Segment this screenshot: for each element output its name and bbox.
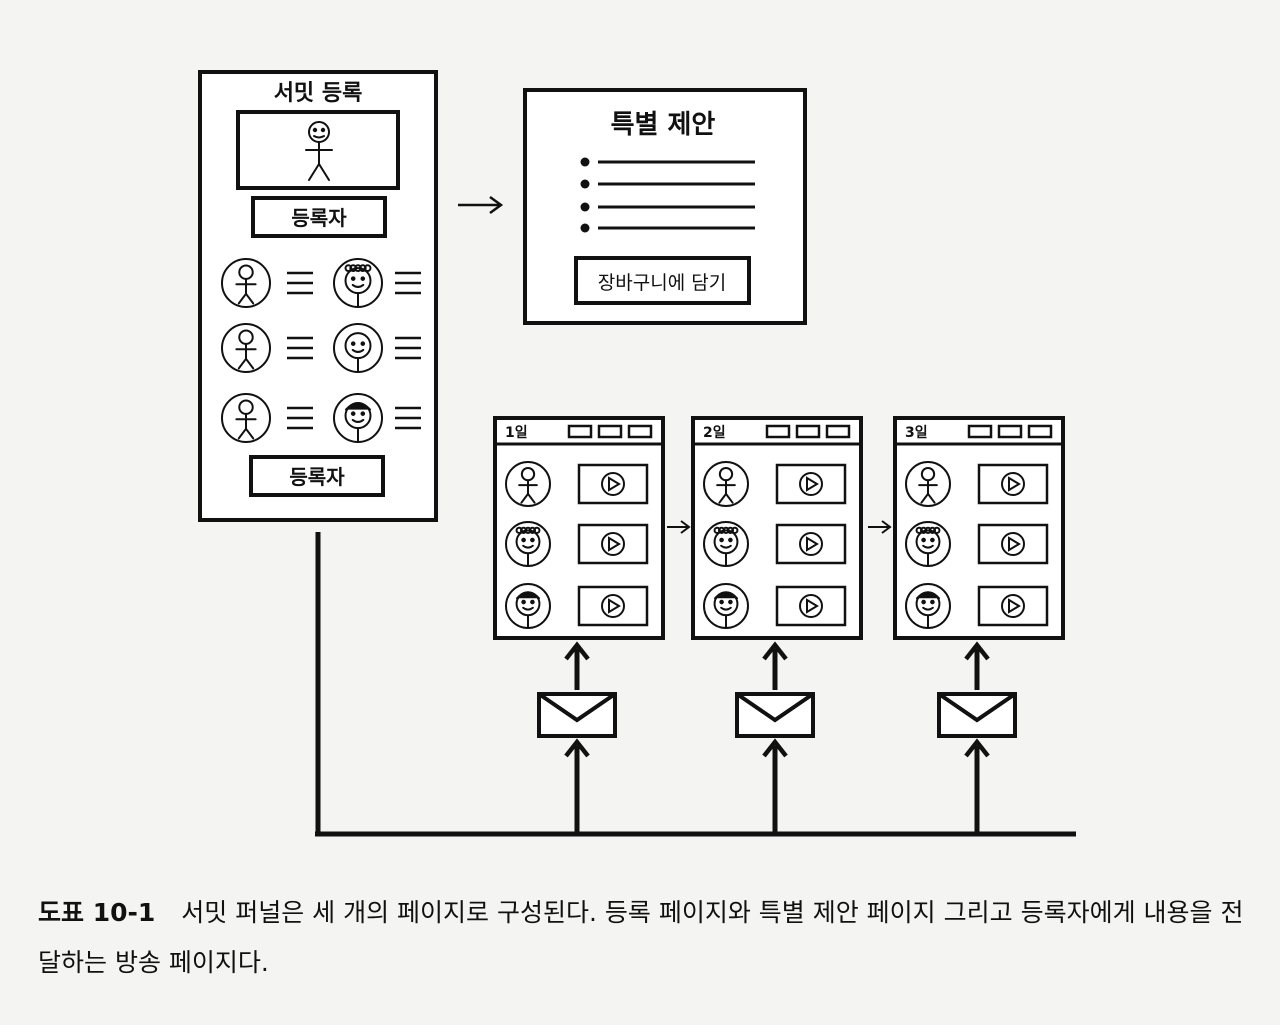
video-thumbnail[interactable] [977, 585, 1049, 627]
arrow-icon [667, 520, 691, 534]
envelope-icon [735, 692, 815, 738]
arrow-icon [564, 738, 590, 834]
signup-register-button-top[interactable] [251, 196, 387, 238]
play-icon [1001, 532, 1025, 556]
face-avatar-icon [505, 521, 551, 567]
play-icon [601, 594, 625, 618]
caption-label: 도표 10-1 [38, 898, 156, 927]
funnel-connector [315, 532, 1076, 837]
text-lines-icon [287, 406, 313, 430]
day-label: 2일 [703, 425, 726, 441]
summit-funnel-diagram: 서밋 등록 등록자 등록자 특별 제안 [198, 70, 1076, 837]
svg-text:등록자: 등록자 [291, 206, 347, 230]
play-icon [799, 532, 823, 556]
video-thumbnail[interactable] [775, 585, 847, 627]
play-icon [601, 472, 625, 496]
stick-figure-icon [703, 461, 749, 507]
window-control[interactable] [1027, 424, 1053, 439]
signup-page-title: 서밋 등록 [274, 81, 363, 106]
window-control[interactable] [597, 424, 623, 439]
window-control[interactable] [825, 424, 851, 439]
text-lines-icon [395, 406, 421, 430]
window-control[interactable] [997, 424, 1023, 439]
window-control[interactable] [765, 424, 791, 439]
envelope-icon [937, 692, 1017, 738]
signup-page: 서밋 등록 등록자 등록자 [198, 70, 438, 522]
add-to-cart-button[interactable] [574, 256, 751, 305]
signup-register-button-bottom[interactable] [249, 455, 385, 497]
stick-figure-icon [221, 323, 271, 373]
arrow-icon [564, 641, 590, 690]
svg-text:등록자: 등록자 [289, 465, 345, 489]
face-avatar-icon [333, 258, 383, 308]
broadcast-page-day-3: 3일 [893, 416, 1065, 640]
offer-bullet-list [580, 157, 755, 233]
stick-figure-icon [221, 258, 271, 308]
face-avatar-icon [505, 583, 551, 629]
text-lines-icon [395, 271, 421, 295]
arrow-icon [762, 641, 788, 690]
text-lines-icon [287, 336, 313, 360]
stick-figure-icon [221, 393, 271, 443]
envelope-icon [537, 692, 617, 738]
svg-text:장바구니에 담기: 장바구니에 담기 [598, 272, 726, 294]
stick-figure-icon [305, 121, 333, 181]
day-label: 3일 [905, 425, 928, 441]
stick-figure-icon [505, 461, 551, 507]
video-thumbnail[interactable] [577, 585, 649, 627]
face-avatar-icon [703, 583, 749, 629]
window-control[interactable] [795, 424, 821, 439]
video-thumbnail[interactable] [577, 463, 649, 505]
play-icon [1001, 594, 1025, 618]
window-control[interactable] [627, 424, 653, 439]
play-icon [601, 532, 625, 556]
play-icon [799, 472, 823, 496]
arrow-icon [458, 195, 504, 215]
video-thumbnail[interactable] [977, 463, 1049, 505]
play-icon [799, 594, 823, 618]
video-thumbnail[interactable] [577, 523, 649, 565]
text-lines-icon [287, 271, 313, 295]
window-control[interactable] [567, 424, 593, 439]
face-avatar-icon [905, 521, 951, 567]
text-lines-icon [395, 336, 421, 360]
window-control[interactable] [967, 424, 993, 439]
caption-text: 서밋 퍼널은 세 개의 페이지로 구성된다. 등록 페이지와 특별 제안 페이지… [38, 898, 1244, 977]
speaker-grid [221, 258, 421, 443]
arrow-icon [762, 738, 788, 834]
face-avatar-icon [333, 323, 383, 373]
arrow-icon [964, 641, 990, 690]
arrow-icon [964, 738, 990, 834]
broadcast-page-day-1: 1일 [493, 416, 665, 640]
arrow-icon [868, 520, 892, 534]
offer-page-title: 특별 제안 [611, 110, 716, 140]
video-thumbnail[interactable] [977, 523, 1049, 565]
face-avatar-icon [333, 393, 383, 443]
broadcast-page-day-2: 2일 [691, 416, 863, 640]
offer-page: 특별 제안 장바구니에 담기 [523, 88, 807, 325]
play-icon [1001, 472, 1025, 496]
face-avatar-icon [703, 521, 749, 567]
day-label: 1일 [505, 425, 528, 441]
face-avatar-icon [905, 583, 951, 629]
stick-figure-icon [905, 461, 951, 507]
video-thumbnail[interactable] [775, 523, 847, 565]
video-thumbnail[interactable] [775, 463, 847, 505]
broadcast-pages: 1일 2일 3일 [493, 416, 1065, 834]
